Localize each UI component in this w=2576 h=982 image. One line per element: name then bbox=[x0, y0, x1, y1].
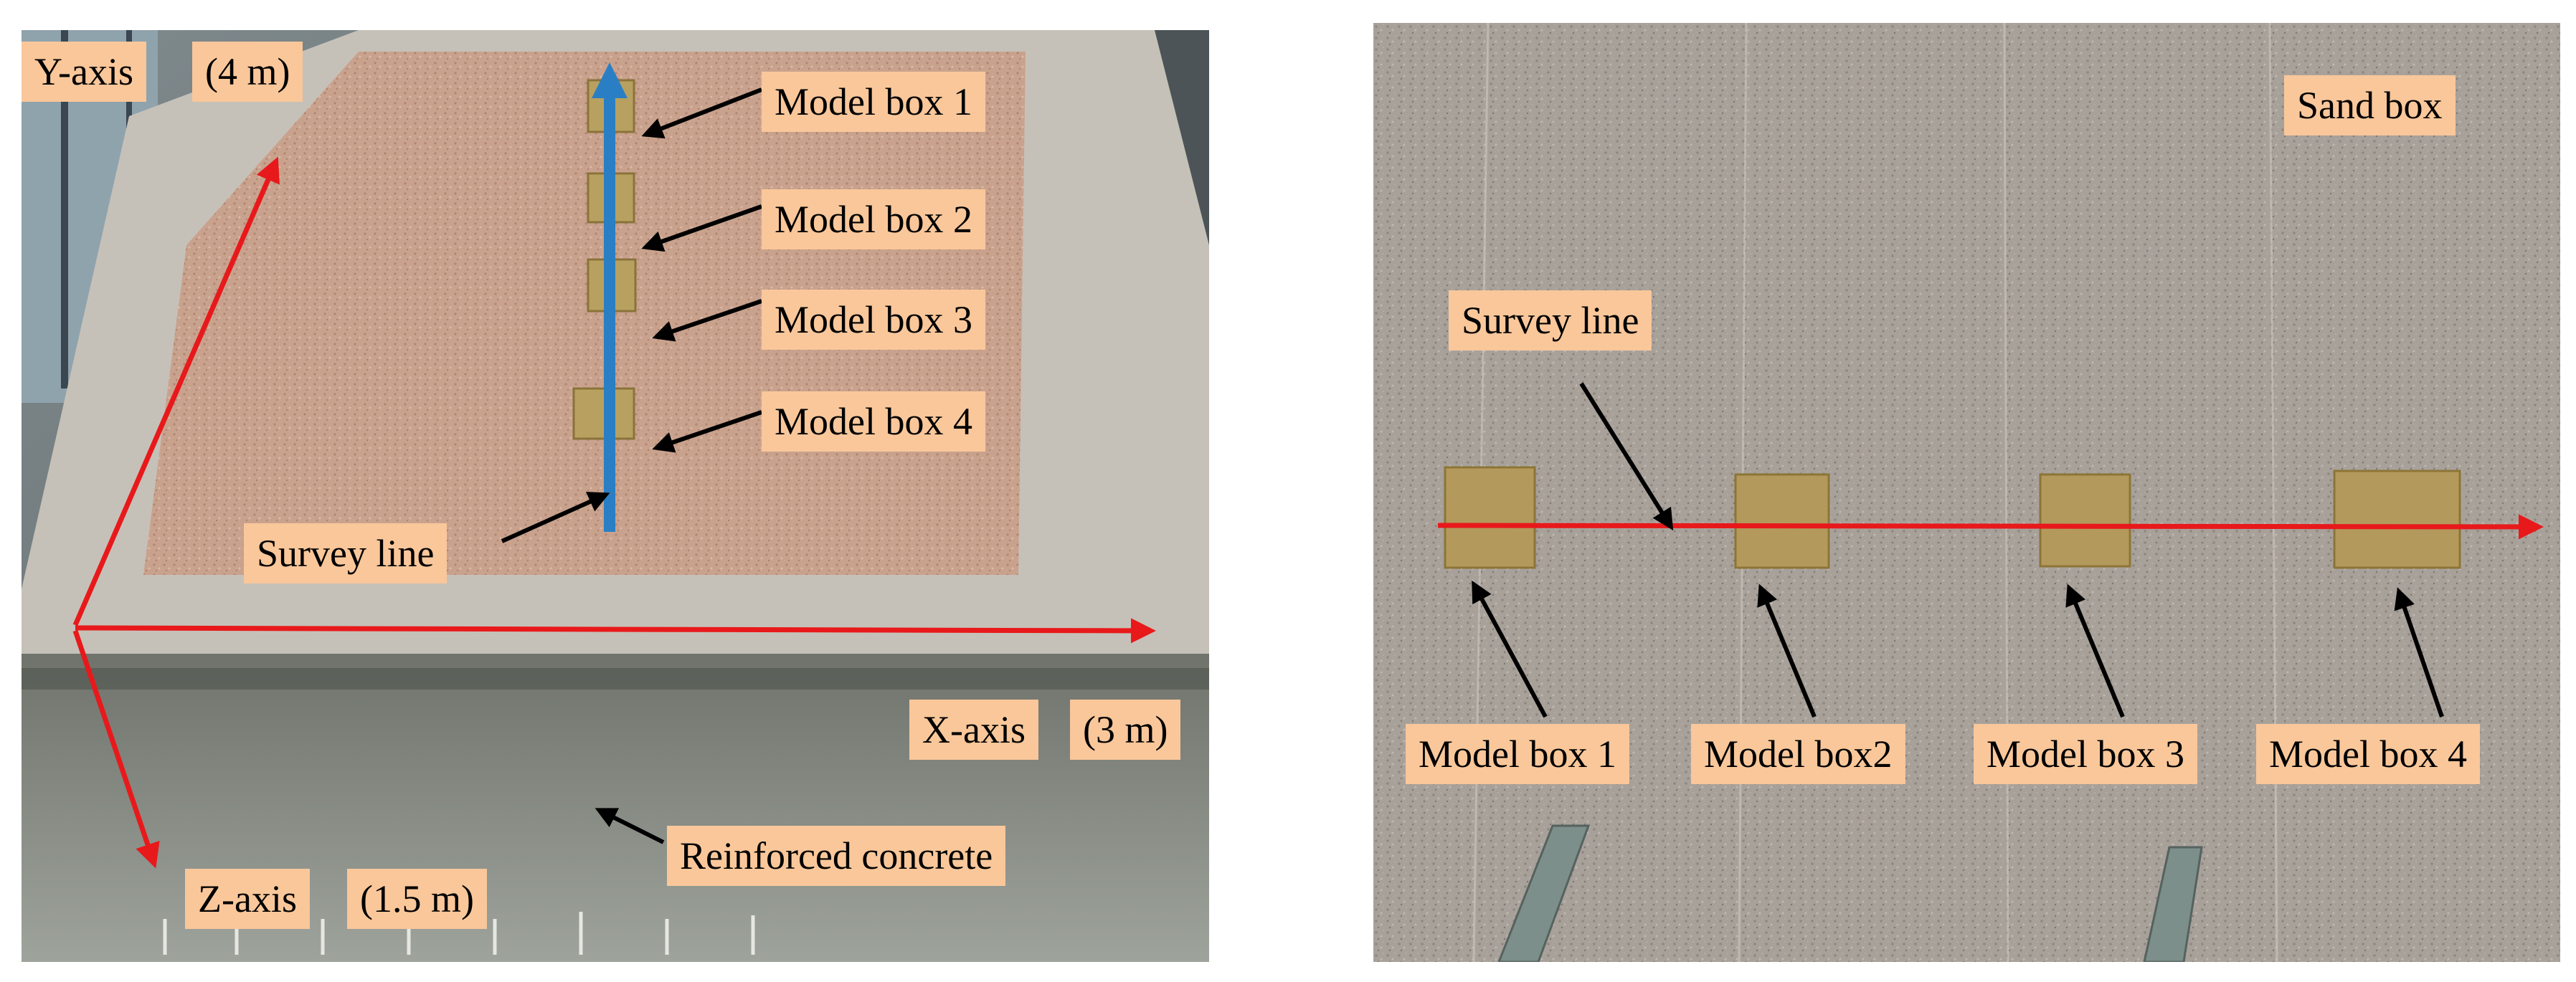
model-box-3 bbox=[2039, 473, 2131, 568]
label-model-box-4: Model box 4 bbox=[762, 391, 985, 452]
z-axis-length: (1.5 m) bbox=[347, 869, 487, 929]
y-axis-length: (4 m) bbox=[192, 42, 303, 102]
label-right-model-box-3: Model box 3 bbox=[1974, 724, 2197, 784]
label-right-model-box-1: Model box 1 bbox=[1406, 724, 1629, 784]
y-axis-label: Y-axis bbox=[22, 42, 146, 102]
ladder-rails bbox=[1497, 824, 2203, 962]
label-model-box-2: Model box 2 bbox=[762, 189, 985, 249]
sandbox-oblique-photo bbox=[22, 30, 1209, 962]
model-boxes-right bbox=[1444, 466, 2461, 569]
label-sand-box: Sand box bbox=[2284, 75, 2456, 135]
sandbox-top-scene bbox=[1373, 23, 2560, 962]
sandbox-top-photo bbox=[1373, 23, 2560, 962]
model-box-1 bbox=[1444, 466, 1536, 569]
x-axis-length: (3 m) bbox=[1070, 700, 1181, 760]
label-survey-line-left: Survey line bbox=[244, 523, 448, 583]
rebar-stubs bbox=[163, 912, 755, 955]
label-reinforced-concrete: Reinforced concrete bbox=[667, 826, 1006, 886]
label-survey-line-right: Survey line bbox=[1449, 290, 1652, 351]
model-box-2 bbox=[1734, 473, 1830, 569]
model-box-4 bbox=[2333, 469, 2461, 569]
x-axis-label: X-axis bbox=[909, 700, 1038, 760]
label-right-model-box-2: Model box2 bbox=[1691, 724, 1905, 784]
sandbox-oblique-scene bbox=[22, 30, 1209, 962]
label-right-model-box-4: Model box 4 bbox=[2256, 724, 2480, 784]
z-axis-label: Z-axis bbox=[185, 869, 310, 929]
label-model-box-3: Model box 3 bbox=[762, 290, 985, 350]
concrete-shadow-band bbox=[22, 668, 1209, 690]
survey-line-left-arrowhead bbox=[592, 62, 628, 98]
label-model-box-1: Model box 1 bbox=[762, 72, 985, 132]
